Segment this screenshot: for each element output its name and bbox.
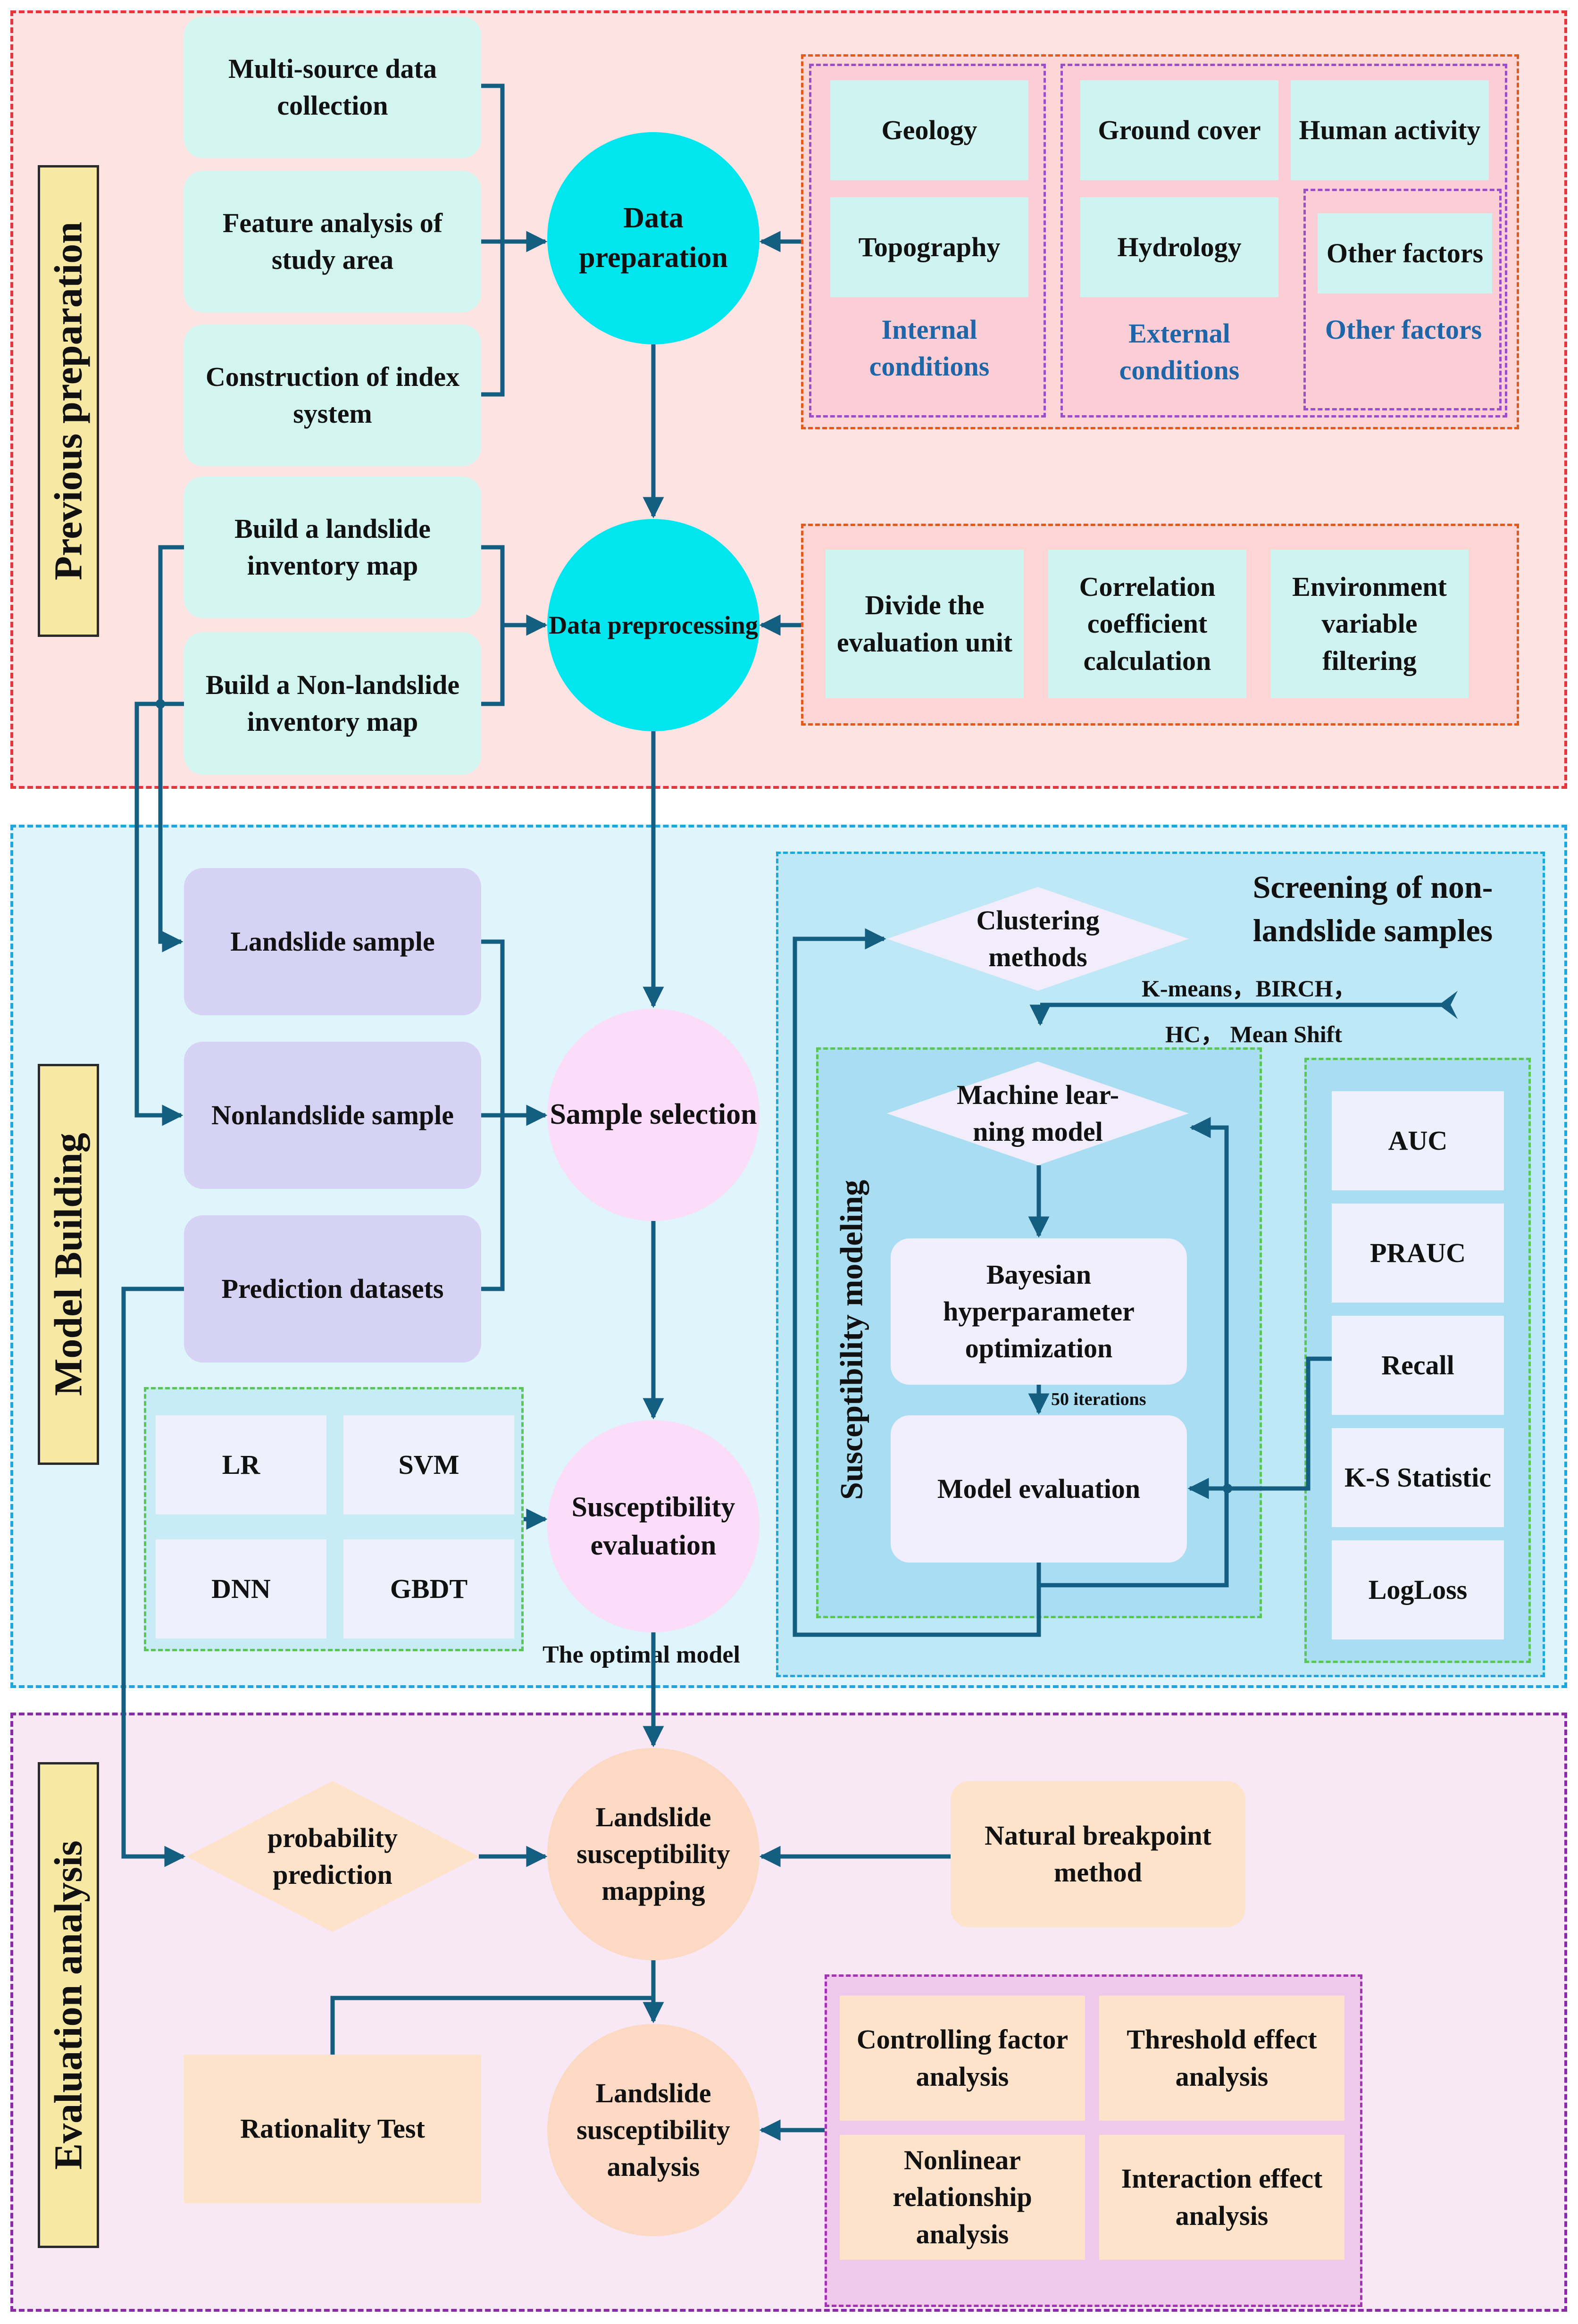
interaction-effect-box: Interaction effect analysis — [1099, 2135, 1344, 2260]
topography-box: Topography — [830, 197, 1028, 297]
analysis-circle: Landslide susceptibility analysis — [547, 2024, 760, 2236]
ml-model-diamond — [887, 1062, 1189, 1165]
other-factors-label: Other factors — [1325, 314, 1482, 345]
data-preparation-circle: Data preparation — [547, 132, 760, 344]
label-model-building: Model Building — [38, 1064, 99, 1465]
cluster-list-1: K-means，BIRCH， — [1142, 975, 1357, 1002]
multi-source-box: Multi-source data collection — [184, 17, 481, 158]
other-factors-box: Other factors — [1318, 213, 1492, 293]
correlation-box: Correlation coefficient calculation — [1048, 550, 1246, 698]
label-evaluation-analysis: Evaluation analysis — [38, 1762, 99, 2248]
landslide-inventory-box: Build a landslide inventory map — [184, 477, 481, 618]
optimal-model-label: The optimal model — [543, 1641, 740, 1668]
label-previous-preparation: Previous preparation — [38, 165, 99, 637]
ml-model-label: Machine lear-ning model — [956, 1079, 1119, 1147]
rationality-test-box: Rationality Test — [184, 2055, 481, 2203]
probability-diamond — [186, 1781, 479, 1932]
env-filtering-box: Environment variable filtering — [1270, 550, 1469, 698]
threshold-effect-box: Threshold effect analysis — [1099, 1996, 1344, 2121]
hydrology-box: Hydrology — [1080, 197, 1278, 297]
geology-box: Geology — [830, 80, 1028, 180]
dnn-box: DNN — [156, 1539, 326, 1639]
sample-selection-circle: Sample selection — [547, 1009, 760, 1221]
human-activity-box: Human activity — [1291, 80, 1489, 180]
bayesian-box: Bayesian hyperparameter optimization — [891, 1238, 1187, 1385]
iterations-label: 50 iterations — [1051, 1389, 1146, 1409]
internal-conditions-label: Internal conditions — [869, 314, 990, 382]
clustering-diamond — [887, 887, 1189, 991]
lr-box: LR — [156, 1415, 326, 1514]
data-preprocessing-circle: Data preprocessing — [547, 519, 760, 731]
metric-auc: AUC — [1332, 1091, 1504, 1190]
ground-cover-box: Ground cover — [1080, 80, 1278, 180]
metric-logloss: LogLoss — [1332, 1540, 1504, 1639]
susceptibility-evaluation-circle: Susceptibility evaluation — [547, 1420, 760, 1632]
metric-ks: K-S Statistic — [1332, 1428, 1504, 1527]
cluster-list-2: HC， Mean Shift — [1165, 1021, 1342, 1047]
landslide-sample-box: Landslide sample — [184, 868, 481, 1015]
external-conditions-label: External conditions — [1119, 318, 1240, 386]
metric-recall: Recall — [1332, 1316, 1504, 1415]
non-landslide-inventory-box: Build a Non-landslide inventory map — [184, 632, 481, 775]
feature-analysis-box: Feature analysis of study area — [184, 171, 481, 312]
clustering-label: Clustering methods — [976, 904, 1100, 972]
probability-label: probability prediction — [267, 1822, 398, 1890]
controlling-factor-box: Controlling factor analysis — [840, 1996, 1085, 2121]
gbdt-box: GBDT — [343, 1539, 514, 1639]
screening-title: Screening of non-landslide samples — [1252, 869, 1493, 948]
mapping-circle: Landslide susceptibility mapping — [547, 1748, 760, 1960]
divide-unit-box: Divide the evaluation unit — [826, 550, 1024, 698]
model-evaluation-box: Model evaluation — [891, 1415, 1187, 1563]
nonlinear-box: Nonlinear relationship analysis — [840, 2135, 1085, 2260]
index-system-box: Construction of index system — [184, 325, 481, 466]
prediction-datasets-box: Prediction datasets — [184, 1215, 481, 1363]
natural-breakpoint-box: Natural breakpoint method — [951, 1781, 1245, 1927]
svm-box: SVM — [343, 1415, 514, 1514]
metric-prauc: PRAUC — [1332, 1204, 1504, 1303]
nonlandslide-sample-box: Nonlandslide sample — [184, 1042, 481, 1189]
